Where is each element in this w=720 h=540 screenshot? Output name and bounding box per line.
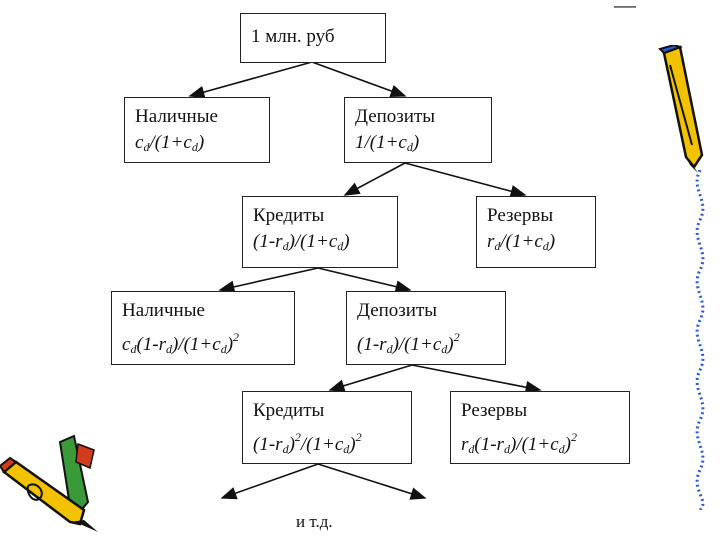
arrow-root-cash (188, 61, 313, 99)
node-reserves-1: Резервы rd/(1+cd) (476, 196, 596, 268)
node-cash-1: Наличные cd/(1+cd) (124, 97, 270, 163)
node-credits-1-title: Кредиты (253, 205, 325, 226)
node-reserves-1-formula: rd/(1+cd) (487, 231, 556, 253)
node-cash-1-formula: cd/(1+cd) (135, 132, 205, 154)
node-root: 1 млн. руб (240, 13, 386, 63)
arrow-deposits2-reserves2 (411, 364, 542, 394)
node-credits-2-formula: (1-rd)2/(1+cd)2 (253, 430, 362, 456)
node-cash-2-formula: cd(1-rd)/(1+cd)2 (122, 330, 240, 356)
node-reserves-2-formula: rd(1-rd)/(1+cd)2 (461, 430, 577, 456)
etc-note: и т.д. (296, 512, 333, 531)
arrow-credits2-right (317, 463, 427, 500)
arrow-credits-cash (218, 267, 319, 294)
pencils-icon-bottom-left (0, 434, 98, 532)
node-deposits-2-title: Депозиты (357, 300, 438, 321)
node-credits-2-title: Кредиты (253, 400, 325, 421)
wavy-line-decoration (695, 170, 705, 510)
arrow-root-deposits (311, 61, 407, 98)
node-reserves-1-title: Резервы (487, 205, 554, 226)
node-deposits-2: Депозиты (1-rd)/(1+cd)2 (346, 291, 506, 365)
node-deposits-1-title: Депозиты (355, 106, 436, 127)
arrow-credits-deposits (317, 267, 412, 293)
node-root-title: 1 млн. руб (251, 26, 335, 47)
top-right-mark: — (614, 0, 636, 17)
node-deposits-2-formula: (1-rd)/(1+cd)2 (357, 330, 460, 356)
node-deposits-1-formula: 1/(1+cd) (355, 132, 420, 154)
arrow-deposits-reserves (404, 162, 527, 198)
node-cash-1-title: Наличные (135, 106, 218, 127)
arrow-deposits-credits (343, 162, 406, 196)
node-credits-1: Кредиты (1-rd)/(1+cd) (242, 196, 398, 268)
node-credits-1-formula: (1-rd)/(1+cd) (253, 231, 350, 253)
node-credits-2: Кредиты (1-rd)2/(1+cd)2 (242, 391, 412, 464)
pencil-icon-top-right (658, 45, 704, 173)
node-deposits-1: Депозиты 1/(1+cd) (344, 97, 492, 163)
node-reserves-2-title: Резервы (461, 400, 528, 421)
arrow-credits2-left (220, 463, 319, 500)
arrow-deposits2-credits2 (328, 364, 413, 392)
node-cash-2: Наличные cd(1-rd)/(1+cd)2 (111, 291, 295, 365)
node-reserves-2: Резервы rd(1-rd)/(1+cd)2 (450, 391, 630, 464)
node-cash-2-title: Наличные (122, 300, 205, 321)
